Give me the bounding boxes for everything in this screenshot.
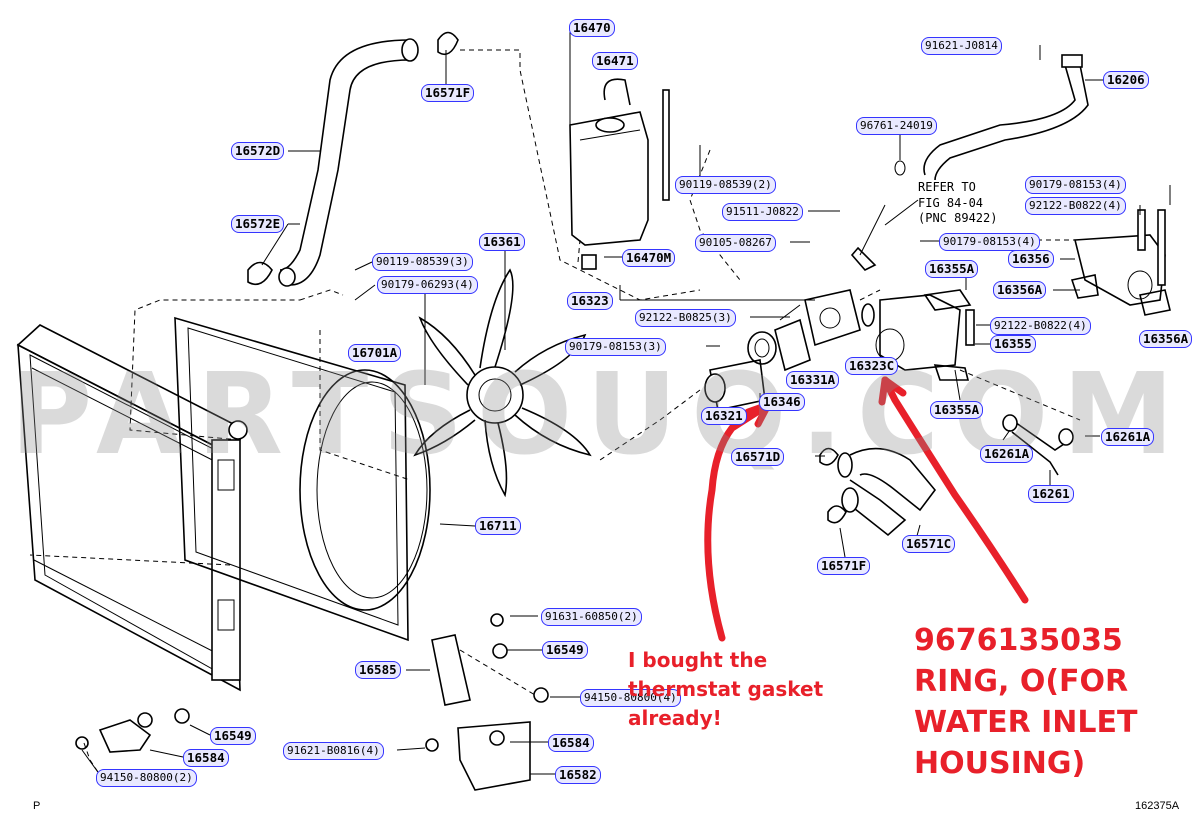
callout-16584-b[interactable]: 16584: [548, 734, 594, 752]
gasket-annotation: I bought the thermstat gasket already!: [628, 648, 824, 730]
callout-16572e[interactable]: 16572E: [231, 215, 285, 233]
callout-16261a-right[interactable]: 16261A: [1101, 428, 1155, 446]
bracket-drawing: [75, 613, 549, 791]
callout-16470[interactable]: 16470: [569, 19, 615, 37]
callout-16361[interactable]: 16361: [479, 233, 525, 251]
callout-16572d[interactable]: 16572D: [231, 142, 285, 160]
callout-16549-a[interactable]: 16549: [542, 641, 588, 659]
figure-number: 162375A: [1135, 800, 1180, 812]
callout-92122-b0822-4-b[interactable]: 92122-B0822(4): [990, 317, 1091, 335]
corner-mark-left: P: [33, 800, 41, 812]
callout-91621-b0816-4[interactable]: 91621-B0816(4): [283, 742, 384, 760]
callout-16356a-left[interactable]: 16356A: [993, 281, 1047, 299]
callout-16571d[interactable]: 16571D: [731, 448, 785, 466]
fan-shroud-drawing: [174, 316, 431, 642]
callout-16323[interactable]: 16323: [567, 292, 613, 310]
inlet-housing-drawing: [1070, 209, 1171, 316]
red-annotation-arrows: [704, 376, 1029, 642]
callout-16321[interactable]: 16321: [701, 407, 747, 425]
callout-16571f-top[interactable]: 16571F: [421, 84, 475, 102]
water-pipe-drawing: [894, 54, 1089, 181]
o-ring-annotation: 9676135035 RING, O(FOR WATER INLET HOUSI…: [914, 623, 1138, 781]
callout-91621-j0814[interactable]: 91621-J0814: [921, 37, 1002, 55]
callout-92122-b0825-3[interactable]: 92122-B0825(3): [635, 309, 736, 327]
lower-hose-drawing: [819, 447, 937, 537]
leader-lines: [81, 29, 1171, 776]
callout-16470m[interactable]: 16470M: [622, 249, 676, 267]
callout-16355a-bottom[interactable]: 16355A: [930, 401, 984, 419]
fan-drawing: [413, 268, 592, 498]
callout-90179-08153-4-a[interactable]: 90179-08153(4): [1025, 176, 1126, 194]
upper-hose-drawing: [247, 31, 459, 287]
callout-90179-08153-4-b[interactable]: 90179-08153(4): [939, 233, 1040, 251]
callout-90179-08153-3[interactable]: 90179-08153(3): [565, 338, 666, 356]
callout-94150-80800-2[interactable]: 94150-80800(2): [96, 769, 197, 787]
callout-16356a-right[interactable]: 16356A: [1139, 330, 1193, 348]
callout-16701a[interactable]: 16701A: [348, 344, 402, 362]
thermostat-housing-drawing: [704, 204, 975, 411]
callout-16711[interactable]: 16711: [475, 517, 521, 535]
callout-94150-80800-4[interactable]: 94150-80800(4): [580, 689, 681, 707]
reservoir-drawing: [569, 78, 670, 270]
callout-91631-60850-2[interactable]: 91631-60850(2): [541, 608, 642, 626]
callout-91511-j0822[interactable]: 91511-J0822: [722, 203, 803, 221]
callout-16261a-left[interactable]: 16261A: [980, 445, 1034, 463]
callout-16582[interactable]: 16582: [555, 766, 601, 784]
callout-90179-06293-4[interactable]: 90179-06293(4): [377, 276, 478, 294]
callout-16355[interactable]: 16355: [990, 335, 1036, 353]
callout-16549-b[interactable]: 16549: [210, 727, 256, 745]
callout-16323c[interactable]: 16323C: [845, 357, 899, 375]
callout-16571c[interactable]: 16571C: [902, 535, 956, 553]
refer-to-note: REFER TO FIG 84-04 (PNC 89422): [918, 180, 998, 225]
callout-90119-08539-2[interactable]: 90119-08539(2): [675, 176, 776, 194]
callout-16206[interactable]: 16206: [1103, 71, 1149, 89]
callout-16571f-bottom[interactable]: 16571F: [817, 557, 871, 575]
callout-16471[interactable]: 16471: [592, 52, 638, 70]
callout-96761-24019[interactable]: 96761-24019: [856, 117, 937, 135]
callout-92122-b0822-4-a[interactable]: 92122-B0822(4): [1025, 197, 1126, 215]
callout-16356[interactable]: 16356: [1008, 250, 1054, 268]
callout-16585[interactable]: 16585: [355, 661, 401, 679]
callout-16261[interactable]: 16261: [1028, 485, 1074, 503]
callout-16355a-top[interactable]: 16355A: [925, 260, 979, 278]
callout-16331a[interactable]: 16331A: [786, 371, 840, 389]
callout-16346[interactable]: 16346: [759, 393, 805, 411]
callout-90119-08539-3[interactable]: 90119-08539(3): [372, 253, 473, 271]
callout-16584-a[interactable]: 16584: [183, 749, 229, 767]
bypass-hose-drawing: [1002, 414, 1074, 476]
callout-90105-08267[interactable]: 90105-08267: [695, 234, 776, 252]
